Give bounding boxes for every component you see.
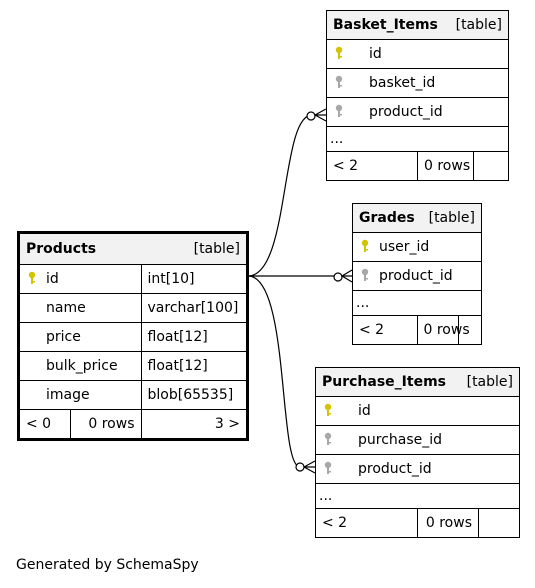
parents-count[interactable]: < 2 (327, 151, 418, 180)
foreign-key-icon (333, 104, 345, 120)
column-name: product_id (369, 104, 443, 120)
column-type: varchar[100] (147, 300, 239, 316)
column-name: purchase_id (358, 432, 443, 448)
table-footer: < 2 0 rows (327, 151, 509, 180)
zero-marker-purchase (295, 462, 305, 472)
column-name: id (46, 271, 59, 287)
table-row[interactable]: id (316, 396, 519, 426)
table-kind: [table] (466, 374, 513, 390)
table-row[interactable]: product_id (316, 454, 519, 484)
table-row-more: ... (327, 126, 508, 152)
row-count: 0 rows (88, 416, 135, 432)
column-name: id (369, 46, 382, 62)
table-row[interactable]: image blob[65535] (20, 380, 246, 410)
column-name: image (46, 387, 90, 403)
table-row[interactable]: purchase_id (316, 425, 519, 455)
table-name: Purchase_Items (322, 374, 446, 390)
foreign-key-icon (359, 268, 371, 284)
column-type: float[12] (147, 329, 208, 345)
parents-count[interactable]: < 0 (20, 410, 71, 438)
table-row[interactable]: basket_id (327, 68, 508, 98)
table-footer: < 2 0 rows (316, 508, 520, 537)
table-row[interactable]: product_id (353, 261, 481, 291)
table-header: Basket_Items [table] (327, 11, 508, 40)
row-count: 0 rows (417, 316, 470, 344)
grades-table[interactable]: Grades [table] user_id product_id ... < … (352, 203, 482, 345)
products-table[interactable]: Products [table] id int[10] name varchar… (17, 231, 249, 441)
table-kind: [table] (455, 17, 502, 33)
table-row-more: ... (316, 483, 519, 509)
table-kind: [table] (428, 210, 475, 226)
column-name: user_id (379, 239, 430, 255)
primary-key-icon (333, 46, 345, 62)
table-row-more: ... (353, 290, 481, 316)
generated-by-label: Generated by SchemaSpy (16, 557, 199, 573)
edge-products-purchase-items (247, 275, 301, 468)
row-count: 0 rows (418, 152, 474, 180)
table-row[interactable]: price float[12] (20, 322, 246, 352)
row-count: 0 rows (418, 509, 479, 537)
children-count[interactable]: 3 > (140, 409, 246, 438)
table-header: Grades [table] (353, 204, 481, 233)
children-count[interactable] (474, 152, 509, 180)
table-row[interactable]: product_id (327, 97, 508, 127)
column-name: price (46, 329, 81, 345)
table-header: Purchase_Items [table] (316, 368, 519, 397)
table-row[interactable]: id (327, 39, 508, 69)
primary-key-icon (26, 271, 38, 287)
table-row[interactable]: id int[10] (20, 264, 246, 294)
basket-items-table[interactable]: Basket_Items [table] id basket_id produc… (326, 10, 509, 181)
column-type: int[10] (147, 271, 195, 287)
table-kind: [table] (193, 241, 240, 257)
purchase-items-table[interactable]: Purchase_Items [table] id purchase_id pr… (315, 367, 520, 538)
column-name: id (358, 403, 371, 419)
foreign-key-icon (322, 461, 334, 477)
column-type: blob[65535] (147, 387, 234, 403)
table-footer: < 0 0 rows 3 > (20, 409, 246, 438)
primary-key-icon (322, 403, 334, 419)
parents-count[interactable]: < 2 (316, 508, 418, 537)
parents-count[interactable]: < 2 (353, 315, 418, 344)
table-name: Products (26, 241, 97, 257)
primary-key-icon (359, 239, 371, 255)
column-name: name (46, 300, 86, 316)
table-name: Basket_Items (333, 17, 438, 33)
column-name: product_id (358, 461, 432, 477)
table-footer: < 2 0 rows (353, 315, 481, 344)
zero-marker-grades (333, 272, 343, 282)
table-row[interactable]: user_id (353, 232, 481, 262)
more-columns: ... (353, 290, 481, 316)
column-name: basket_id (369, 75, 436, 91)
foreign-key-icon (322, 432, 334, 448)
table-name: Grades (359, 210, 415, 226)
foreign-key-icon (333, 75, 345, 91)
children-count[interactable] (479, 509, 520, 537)
table-row[interactable]: bulk_price float[12] (20, 351, 246, 381)
table-row[interactable]: name varchar[100] (20, 293, 246, 323)
edge-products-basket-items (247, 114, 313, 277)
more-columns: ... (316, 483, 519, 509)
more-columns: ... (327, 126, 508, 152)
table-header: Products [table] (20, 234, 246, 265)
zero-marker-basket (306, 111, 316, 121)
column-type: float[12] (147, 358, 208, 374)
column-name: product_id (379, 268, 453, 284)
column-name: bulk_price (46, 358, 118, 374)
